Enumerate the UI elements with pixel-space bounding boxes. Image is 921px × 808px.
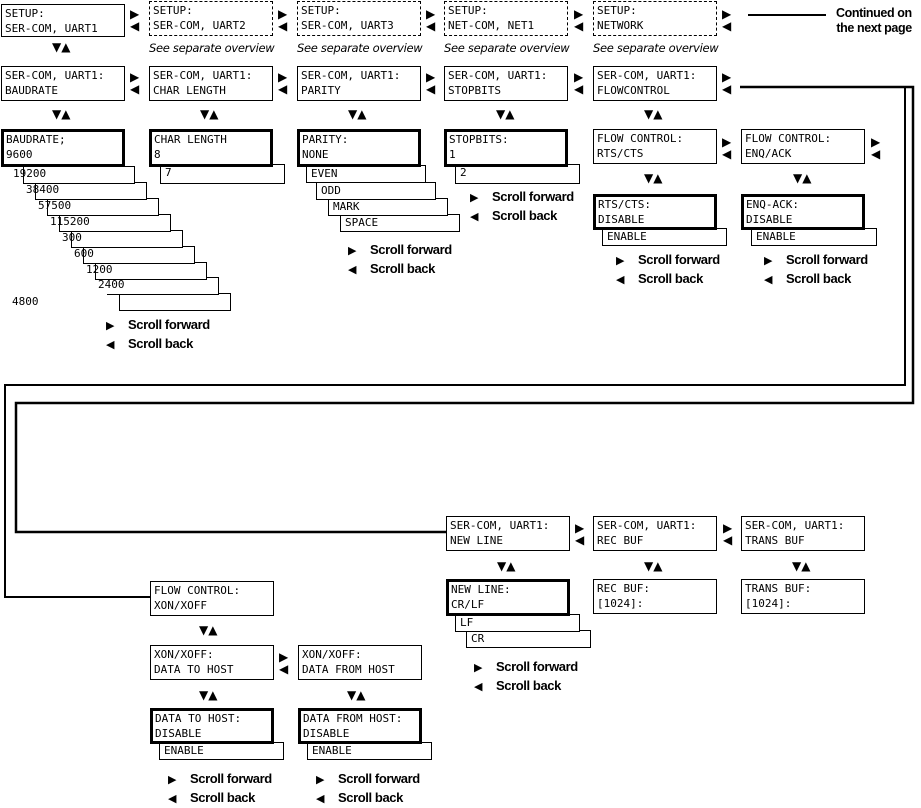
nav-arrows: ▶◀ [722,7,732,33]
nav-arrows: ▶◀ [575,521,585,547]
parity-option-odd: ODD [316,182,436,200]
baud-label: 115200 [50,215,90,228]
nav-arrows: ▶◀ [130,7,140,33]
uart1-transbuf-box[interactable]: SER-COM, UART1:TRANS BUF [741,516,865,551]
rts-option-enable: ENABLE [602,228,727,246]
updown-arrows: ▼▲ [200,107,219,121]
setup-network-box[interactable]: SETUP:NETWORK [593,1,717,36]
baud-label: 19200 [13,167,47,180]
baudrate-value-box[interactable]: BAUDRATE;9600 [1,129,125,167]
updown-arrows: ▼▲ [644,107,663,121]
setup-net1-box[interactable]: SETUP:NET-COM, NET1 [444,1,568,36]
baud-option-4800: 4800 [12,293,231,311]
newline-option-cr: CR [466,630,591,648]
updown-arrows: ▼▲ [52,107,71,121]
uart1-charlength-box[interactable]: SER-COM, UART1:CHAR LENGTH [149,66,273,101]
flow-enqack-box[interactable]: FLOW CONTROL:ENQ/ACK [741,129,865,164]
tohost-value-box[interactable]: DATA TO HOST:DISABLE [150,708,274,744]
xon-datatohost-box[interactable]: XON/XOFF:DATA TO HOST [150,645,274,680]
scroll-legend: ▶Scroll forward◀Scroll back [616,252,720,286]
enq-option-enable: ENABLE [751,228,877,246]
nav-arrows: ▶◀ [426,70,436,96]
nav-arrows: ▶◀ [426,7,436,33]
parity-value-box[interactable]: PARITY:NONE [297,129,421,167]
newline-value-box[interactable]: NEW LINE:CR/LF [446,579,570,616]
baud-label: 57500 [38,199,72,212]
updown-arrows: ▼▲ [644,559,663,573]
parity-option-space: SPACE [340,214,460,232]
scroll-legend: ▶Scroll forward◀Scroll back [470,189,574,223]
scroll-legend: ▶Scroll forward◀Scroll back [106,317,210,351]
setup-uart1-box[interactable]: SETUP:SER-COM, UART1 [1,4,125,37]
nav-arrows: ▶◀ [723,521,733,547]
updown-arrows: ▼▲ [497,559,516,573]
nav-arrows: ▶◀ [278,7,288,33]
uart1-flowcontrol-box[interactable]: SER-COM, UART1:FLOWCONTROL [593,66,717,101]
uart1-parity-box[interactable]: SER-COM, UART1:PARITY [297,66,421,101]
see-note: See separate overview [149,41,275,55]
scroll-legend: ▶Scroll forward◀Scroll back [168,771,272,805]
flow-xonxoff-box[interactable]: FLOW CONTROL:XON/XOFF [150,581,274,616]
nav-arrows: ▶◀ [722,135,732,161]
enqack-value-box[interactable]: ENQ-ACK:DISABLE [741,194,865,230]
nav-arrows: ▶◀ [130,70,140,96]
newline-option-lf: LF [455,614,580,632]
updown-arrows: ▼▲ [348,107,367,121]
fromhost-value-box[interactable]: DATA FROM HOST:DISABLE [298,708,422,744]
see-note: See separate overview [593,41,719,55]
stopbits-option: 2 [455,164,580,184]
nav-arrows: ▶◀ [574,7,584,33]
nav-arrows: ▶◀ [574,70,584,96]
uart1-newline-box[interactable]: SER-COM, UART1:NEW LINE [446,516,570,551]
scroll-legend: ▶Scroll forward◀Scroll back [764,252,868,286]
parity-option-even: EVEN [306,165,426,183]
scroll-legend: ▶Scroll forward◀Scroll back [348,242,452,276]
updown-arrows: ▼▲ [52,40,71,54]
scroll-legend: ▶Scroll forward◀Scroll back [474,659,578,693]
stopbits-value-box[interactable]: STOPBITS:1 [444,129,568,167]
nav-arrows: ▶◀ [722,70,732,96]
uart1-recbuf-box[interactable]: SER-COM, UART1:REC BUF [593,516,717,551]
nav-arrows: ▶◀ [278,70,288,96]
uart1-stopbits-box[interactable]: SER-COM, UART1:STOPBITS [444,66,568,101]
nav-arrows: ▶◀ [871,135,881,161]
baud-label: 38400 [26,183,60,196]
updown-arrows: ▼▲ [644,171,663,185]
tohost-option-enable: ENABLE [159,742,284,760]
rtscts-value-box[interactable]: RTS/CTS:DISABLE [593,194,717,230]
updown-arrows: ▼▲ [792,559,811,573]
updown-arrows: ▼▲ [496,107,515,121]
recbuf-value-box[interactable]: REC BUF:[1024]: [593,579,717,614]
updown-arrows: ▼▲ [793,171,812,185]
transbuf-value-box[interactable]: TRANS BUF:[1024]: [741,579,865,614]
see-note: See separate overview [444,41,570,55]
see-note: See separate overview [297,41,423,55]
charlength-option: 7 [160,164,285,184]
baud-label: 300 [62,231,82,244]
flow-rtscts-box[interactable]: FLOW CONTROL:RTS/CTS [593,129,717,164]
baud-label: 2400 [98,278,125,291]
nav-arrows: ▶◀ [279,650,289,676]
setup-uart3-box[interactable]: SETUP:SER-COM, UART3 [297,1,421,36]
baud-label: 1200 [86,263,113,276]
uart1-baudrate-box[interactable]: SER-COM, UART1:BAUDRATE [1,66,125,101]
updown-arrows: ▼▲ [199,688,218,702]
xon-datafromhost-box[interactable]: XON/XOFF:DATA FROM HOST [298,645,422,680]
updown-arrows: ▼▲ [347,688,366,702]
baud-label: 600 [74,247,94,260]
updown-arrows: ▼▲ [199,623,218,637]
fromhost-option-enable: ENABLE [307,742,432,760]
parity-option-mark: MARK [328,198,448,216]
setup-uart2-box[interactable]: SETUP:SER-COM, UART2 [149,1,273,36]
scroll-legend: ▶Scroll forward◀Scroll back [316,771,420,805]
